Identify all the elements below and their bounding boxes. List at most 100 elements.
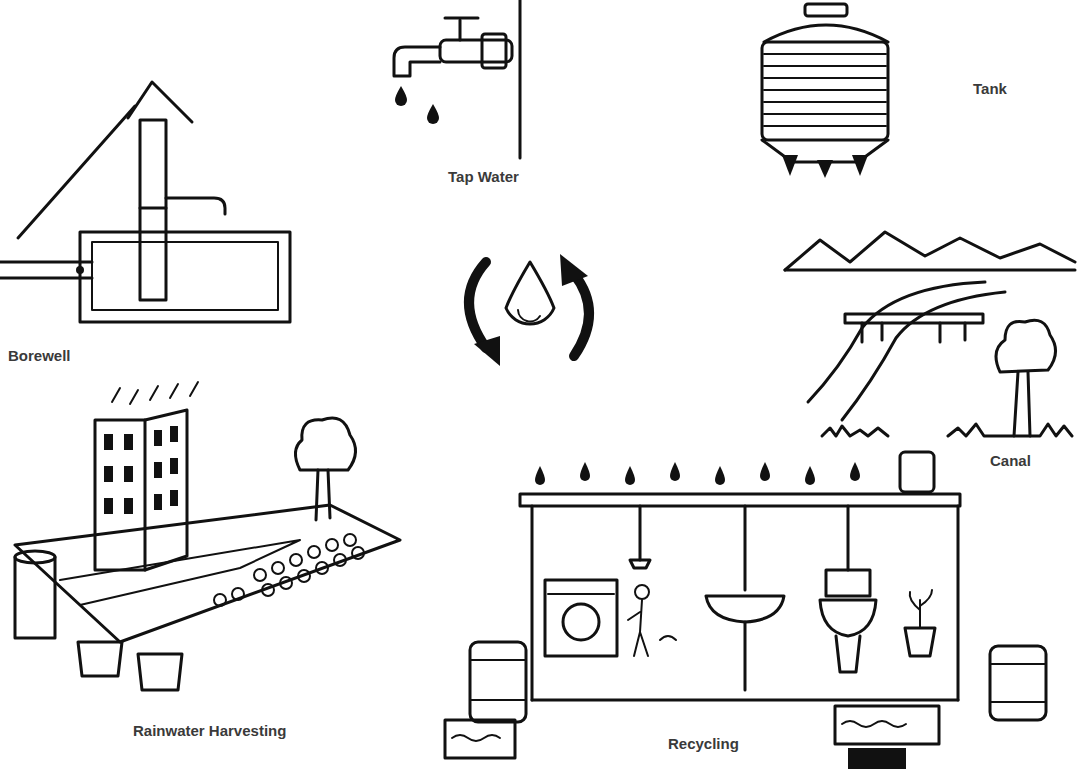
canal-scene-part (1014, 372, 1018, 436)
borewell-pump-part (0, 277, 92, 280)
recycling-scene-part (532, 699, 958, 702)
tank-icon-part (817, 160, 833, 178)
tank-icon-part (805, 4, 847, 16)
rainwater-scene-part (60, 540, 300, 605)
recycling-scene-part (706, 596, 784, 622)
recycling-scene-part (563, 604, 599, 640)
tap-icon-part (394, 47, 440, 76)
water-cycle-icon (469, 254, 589, 366)
rainwater-scene-part (124, 434, 133, 450)
rainwater-scene-part (95, 420, 145, 570)
rainwater-scene-part (170, 426, 178, 442)
recycling-scene-part (630, 560, 650, 568)
recycling-scene-part (635, 585, 649, 599)
recycling-scene-part (990, 646, 1046, 720)
recycling-scene-part (900, 452, 934, 492)
tank-icon (762, 4, 888, 178)
rainwater-scene-part (262, 584, 274, 596)
rainwater-scene-part (154, 462, 162, 478)
canal-scene-part (948, 424, 1072, 436)
tank-icon-part (764, 101, 886, 103)
recycling-scene-part (628, 600, 648, 656)
recycling-scene-part (470, 699, 526, 701)
borewell-pump-part (18, 106, 135, 238)
recycling-scene-part (548, 593, 614, 595)
recycling-scene-part (470, 659, 526, 661)
tap-icon-part (440, 40, 512, 62)
rainwater-scene-part (316, 562, 328, 574)
water-cycle-icon-part (574, 274, 589, 356)
rainwater-scene-part (272, 562, 284, 574)
tank-icon-part (764, 113, 886, 115)
recycling-scene-part (848, 748, 906, 769)
borewell-pump-part (80, 232, 290, 322)
tap-icon-part (445, 17, 478, 20)
rainwater-scene-part (124, 466, 133, 482)
rainwater-scene-part (15, 551, 55, 563)
rainwater-scene-part (170, 458, 178, 474)
canal-scene (785, 232, 1075, 436)
rainwater-scene-part (344, 534, 356, 546)
recycling-scene-part (470, 642, 526, 722)
rainwater-scene-part (334, 554, 346, 566)
tap-icon-part (459, 20, 462, 40)
tank-icon-part (764, 89, 886, 91)
rainwater-scene-part (154, 430, 162, 446)
rainwater-scene-part (190, 382, 198, 396)
recycling-scene-part (744, 506, 747, 590)
recycling-scene-part (580, 462, 590, 481)
rainwater-scene-part (150, 386, 158, 400)
tap-icon-part (427, 104, 439, 124)
water-cycle-icon-part (518, 310, 540, 321)
rainwater-scene-part (328, 470, 330, 518)
tank-icon-part (764, 53, 886, 55)
tank-icon-part (764, 125, 886, 127)
rainwater-scene-part (254, 569, 266, 581)
water-cycle-icon-part (469, 262, 486, 348)
rainwater-scene-part (326, 539, 338, 551)
canal-scene-part (964, 323, 967, 340)
recycling-scene-part (445, 720, 515, 758)
tank-icon-part (764, 77, 886, 79)
canal-scene-part (785, 269, 1075, 272)
rainwater-scene-part (130, 390, 138, 404)
rainwater-scene-part (145, 410, 187, 570)
recycling-scene-part (842, 721, 906, 727)
tap-icon-part (395, 86, 407, 106)
rainwater-scene-part (154, 494, 162, 510)
recycling-scene-part (452, 735, 500, 741)
recycling-scene-part (820, 600, 876, 636)
rainwater-label: Rainwater Harvesting (133, 722, 286, 740)
canal-scene-part (785, 232, 1075, 270)
recycling-scene-part (990, 701, 1046, 703)
tank-icon-part (852, 155, 868, 176)
canal-scene-part (996, 320, 1056, 372)
canal-scene-part (1028, 372, 1030, 436)
borewell-pump-part (140, 120, 166, 300)
rainwater-scene-part (280, 577, 292, 589)
rainwater-scene-part (170, 384, 178, 398)
rainwater-scene-part (214, 594, 226, 606)
borewell-pump-part (128, 82, 192, 122)
rainwater-scene-part (290, 554, 302, 566)
recycling-scene-part (805, 466, 815, 485)
water-cycle-icon-part (474, 336, 500, 366)
tap-icon (394, 0, 520, 158)
tank-icon-part (762, 140, 888, 162)
canal-scene-part (822, 426, 888, 436)
tank-icon-part (782, 155, 798, 176)
rainwater-scene-part (112, 388, 120, 402)
borewell-pump (0, 82, 290, 322)
recycling-scene-part (826, 570, 870, 596)
borewell-pump-part (166, 198, 225, 214)
rainwater-scene-part (295, 418, 355, 470)
recycling-scene-part (520, 494, 960, 506)
rainwater-scene (15, 382, 400, 690)
tank-icon-part (764, 65, 886, 67)
canal-label: Canal (990, 452, 1031, 470)
rainwater-scene-part (170, 490, 178, 506)
borewell-pump-part (140, 207, 166, 210)
recycling-label: Recycling (668, 735, 739, 753)
rainwater-scene-part (104, 434, 113, 450)
rainwater-scene-part (104, 498, 113, 514)
